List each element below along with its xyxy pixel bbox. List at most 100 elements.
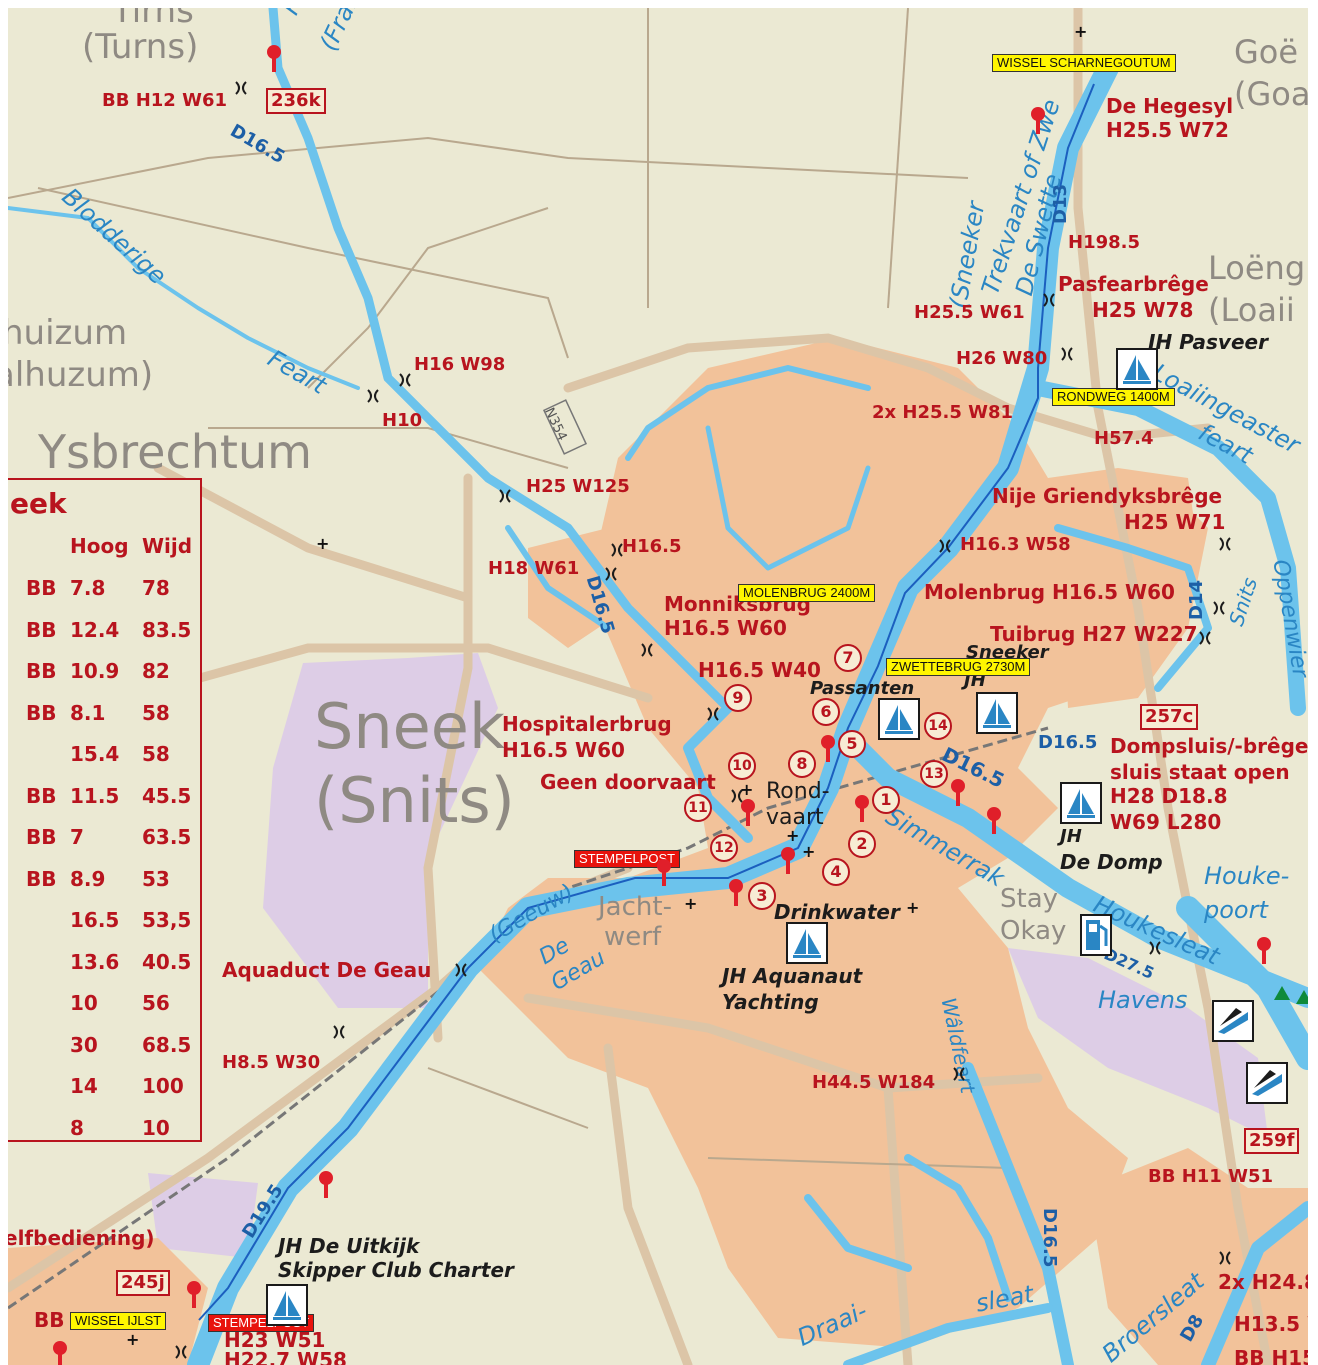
bridge-label-h255-w61: H25.5 W61 (914, 302, 1025, 323)
urban-area-north-mid (528, 528, 628, 648)
waypoint-rondweg[interactable]: RONDWEG 1400M (1052, 388, 1175, 406)
bridge-label-h163-w58: H16.3 W58 (960, 534, 1071, 555)
road-shield (542, 399, 588, 455)
bridge-label-tuibrug: Tuibrug H27 W227 (990, 622, 1198, 646)
bridge-label-h26-w80: H26 W80 (956, 348, 1048, 369)
slipway-icon[interactable] (1246, 1062, 1288, 1104)
place-goenga-alt: (Goa (1234, 75, 1308, 113)
rondvaart-point-8[interactable]: 8 (788, 750, 816, 778)
bridge-label-h574: H57.4 (1094, 428, 1154, 449)
place-ysbrechtum: Ysbrechtum (38, 425, 312, 479)
waypoint-stempelpost-mid[interactable]: STEMPELPOST (574, 850, 681, 868)
urban-area-sneek (478, 338, 1198, 1348)
water-havens: Havens (1098, 986, 1188, 1014)
bridge-label-aquaduct: Aquaduct De Geau (222, 958, 432, 982)
bridge-label-hospitalerbrug: Hospitalerbrug (502, 712, 672, 736)
bridge-table-cell-wijd: 63.5 (142, 825, 192, 849)
church-icon: + (740, 780, 754, 799)
urban-area-ijlst (8, 1238, 208, 1365)
rondvaart-point-9[interactable]: 9 (724, 684, 752, 712)
rondvaart-point-14[interactable]: 14 (924, 712, 952, 740)
bridge-table-cell-wijd: 100 (142, 1074, 184, 1098)
water-houkepoort: Houke- (1204, 862, 1290, 890)
bridge-label-hegesyl: De Hegesyl (1106, 94, 1234, 118)
harbour-label-sneeker: Sneeker (966, 642, 1049, 663)
sailboat-icon[interactable] (1060, 782, 1102, 824)
bridge-label-h165-w40: H16.5 W40 (698, 658, 821, 682)
bridge-table-cell-wijd: 45.5 (142, 783, 192, 808)
rondvaart-point-10[interactable]: 10 (728, 752, 756, 780)
bridge-table-cell-wijd: 53,5 (142, 908, 192, 932)
rondvaart-point-4[interactable]: 4 (822, 858, 850, 886)
waypoint-wissel-scharnegoutum[interactable]: WISSEL SCHARNEGOUTUM (992, 54, 1176, 72)
rondvaart-point-11[interactable]: 11 (684, 794, 712, 822)
bridge-table-cell-wijd: 10 (142, 1115, 170, 1140)
waypoint-zwettebrug[interactable]: ZWETTEBRUG 2730M (886, 658, 1031, 676)
bridge-label-h445-w184: H44.5 W184 (812, 1072, 936, 1093)
church-icon: + (1074, 22, 1088, 41)
place-sneek: Sneek (314, 690, 505, 763)
bridge-label-zelfbediening: elfbediening) (8, 1226, 155, 1250)
bridge-table-cell-hoog: 7.8 (70, 576, 106, 600)
place-loenga-alt: (Loaii (1208, 291, 1295, 329)
bridge-table-cell-wijd: 78 (142, 576, 170, 600)
bridge-table-cell-hoog: 10.9 (70, 659, 120, 683)
waypoint-molenbrug[interactable]: MOLENBRUG 2400M (738, 584, 876, 602)
sailboat-icon[interactable] (1116, 348, 1158, 390)
bridge-label-h135: H13.5 W (1234, 1312, 1308, 1336)
depth-label-d13: D13 (1050, 184, 1071, 224)
depth-label-d165-dompsluis: D16.5 (1038, 732, 1098, 753)
sailboat-icon[interactable] (266, 1284, 308, 1326)
map-background (8, 8, 1308, 1365)
service-label-drinkwater: Drinkwater (774, 900, 900, 924)
rondvaart-point-7[interactable]: 7 (834, 644, 862, 672)
bridge-label-h16-w98: H16 W98 (414, 354, 506, 375)
bridge-label-bb-left: BB (34, 1308, 65, 1332)
place-jachtwerf: Jacht- (598, 892, 672, 922)
sailboat-icon[interactable] (878, 698, 920, 740)
bridge-label-bb-h11: BB H11 W51 (1148, 1166, 1273, 1187)
depth-label-d14: D14 (1186, 580, 1207, 620)
rondvaart-point-2[interactable]: 2 (848, 830, 876, 858)
church-icon: + (802, 842, 816, 861)
rondvaart-point-3[interactable]: 3 (748, 882, 776, 910)
industrial-area-west (263, 653, 498, 1008)
bridge-label-bb-h12: BB H12 W61 (102, 90, 227, 111)
rondvaart-point-1[interactable]: 1 (872, 786, 900, 814)
bridge-label-sluis-open: sluis staat open (1110, 760, 1290, 784)
bridge-label-hegesyl-dims: H25.5 W72 (1106, 118, 1229, 142)
bridge-table-cell-hoog: 8 (70, 1115, 84, 1140)
waypoint-wissel-ijlst[interactable]: WISSEL IJLST (70, 1312, 167, 1330)
church-icon: + (786, 826, 800, 845)
bridge-table-cell-wijd: 58 (142, 700, 170, 725)
bridge-label-bb-h15: BB H15 (1234, 1346, 1308, 1365)
sailboat-icon[interactable] (786, 922, 828, 964)
km-marker-257c: 257c (1140, 704, 1199, 730)
fuel-icon[interactable] (1080, 914, 1112, 956)
bridge-label-geen-doorvaart: Geen doorvaart (540, 770, 716, 794)
water-poort: poort (1204, 896, 1268, 924)
bridge-label-h25-w125: H25 W125 (526, 476, 630, 497)
bridge-label-nije-dims: H25 W71 (1124, 510, 1226, 534)
place-huizum-alt: alhuzum) (8, 355, 154, 395)
place-vaart: vaart (766, 805, 824, 830)
bridge-label-hospitalerbrug-dims: H16.5 W60 (502, 738, 625, 762)
km-marker-245j: 245j (116, 1270, 170, 1296)
rondvaart-point-6[interactable]: 6 (812, 698, 840, 726)
bridge-label-h198: H198.5 (1068, 232, 1140, 253)
bridge-table-cell-wijd: 53 (142, 866, 170, 891)
bridge-table-cell-hoog: 8.9 (70, 866, 106, 891)
sailboat-icon[interactable] (976, 692, 1018, 734)
industrial-area-east (1008, 948, 1268, 1138)
rondvaart-point-5[interactable]: 5 (838, 730, 866, 758)
rondvaart-point-13[interactable]: 13 (920, 760, 948, 788)
rondvaart-point-12[interactable]: 12 (710, 834, 738, 862)
bridge-table-cell-hoog: 8.1 (70, 700, 106, 725)
bridge-table-cell-hoog: 14 (70, 1074, 98, 1098)
slipway-icon[interactable] (1212, 1000, 1254, 1042)
place-rondvaart: Rond- (766, 779, 830, 804)
map-canvas[interactable]: Tirns (Turns) Goë (Goa Loëng (Loaii huiz… (8, 8, 1308, 1365)
place-huizum: huizum (8, 313, 128, 353)
bridge-table-cell-wijd: 56 (142, 991, 170, 1015)
